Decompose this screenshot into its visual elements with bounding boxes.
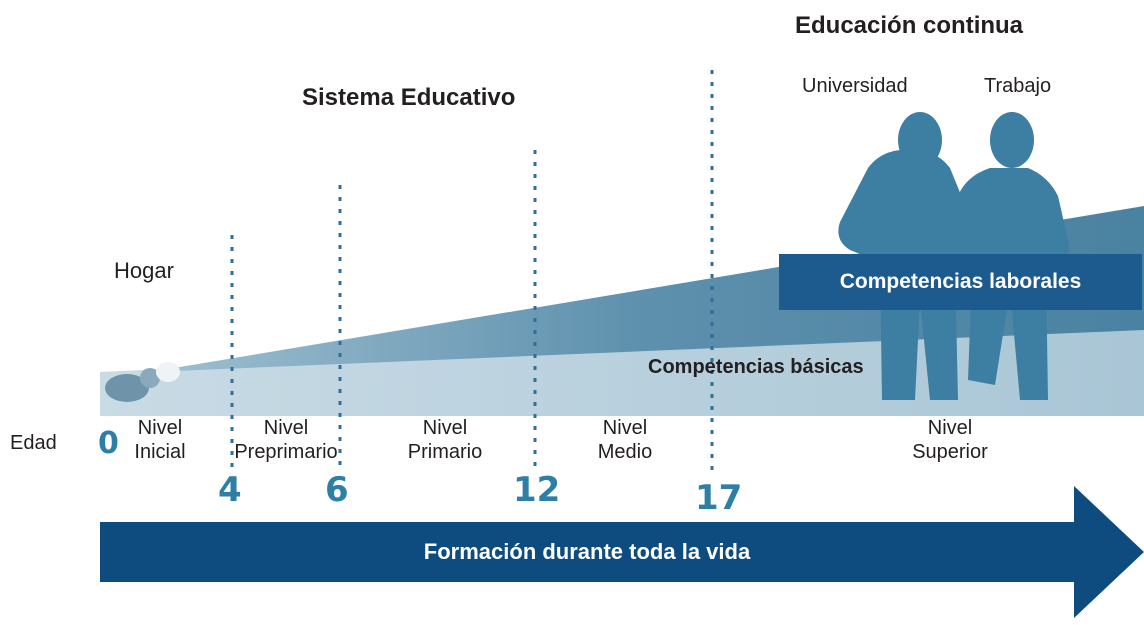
level-line1: Nivel [137,417,183,439]
level-line2: Medio [597,441,653,463]
labor-competencies-label: Competencias laborales [779,254,1142,310]
age-6: 6 [325,470,349,510]
age-0: 0 [98,426,119,461]
basic-competencies-label: Competencias básicas [648,356,864,378]
university-label: Universidad [802,75,908,97]
age-4: 4 [218,470,242,510]
education-system-title: Sistema Educativo [302,84,516,111]
level-primary: Nivel Primario [395,416,495,464]
level-line2: Primario [407,441,483,463]
work-label: Trabajo [984,75,1052,97]
level-line1: Nivel [263,417,309,439]
lifelong-learning-arrow [100,486,1144,618]
level-line2: Inicial [134,441,186,463]
level-line1: Nivel [602,417,648,439]
level-line2: Preprimario [234,441,338,463]
level-preprimary: Nivel Preprimario [222,416,350,464]
continuing-education-title: Educación continua [795,12,1024,39]
level-initial: Nivel Inicial [126,416,194,464]
level-secondary: Nivel Medio [585,416,665,464]
age-axis-label: Edad [10,432,57,454]
age-divider-lines [230,70,714,470]
level-line1: Nivel [927,417,973,439]
lifelong-learning-label: Formación durante toda la vida [423,539,751,564]
age-17: 17 [695,478,743,518]
level-higher: Nivel Superior [900,416,1000,464]
age-12: 12 [513,470,561,510]
baby-icon [105,362,180,402]
level-line2: Superior [912,441,988,463]
home-label: Hogar [114,258,174,283]
level-line1: Nivel [422,417,468,439]
